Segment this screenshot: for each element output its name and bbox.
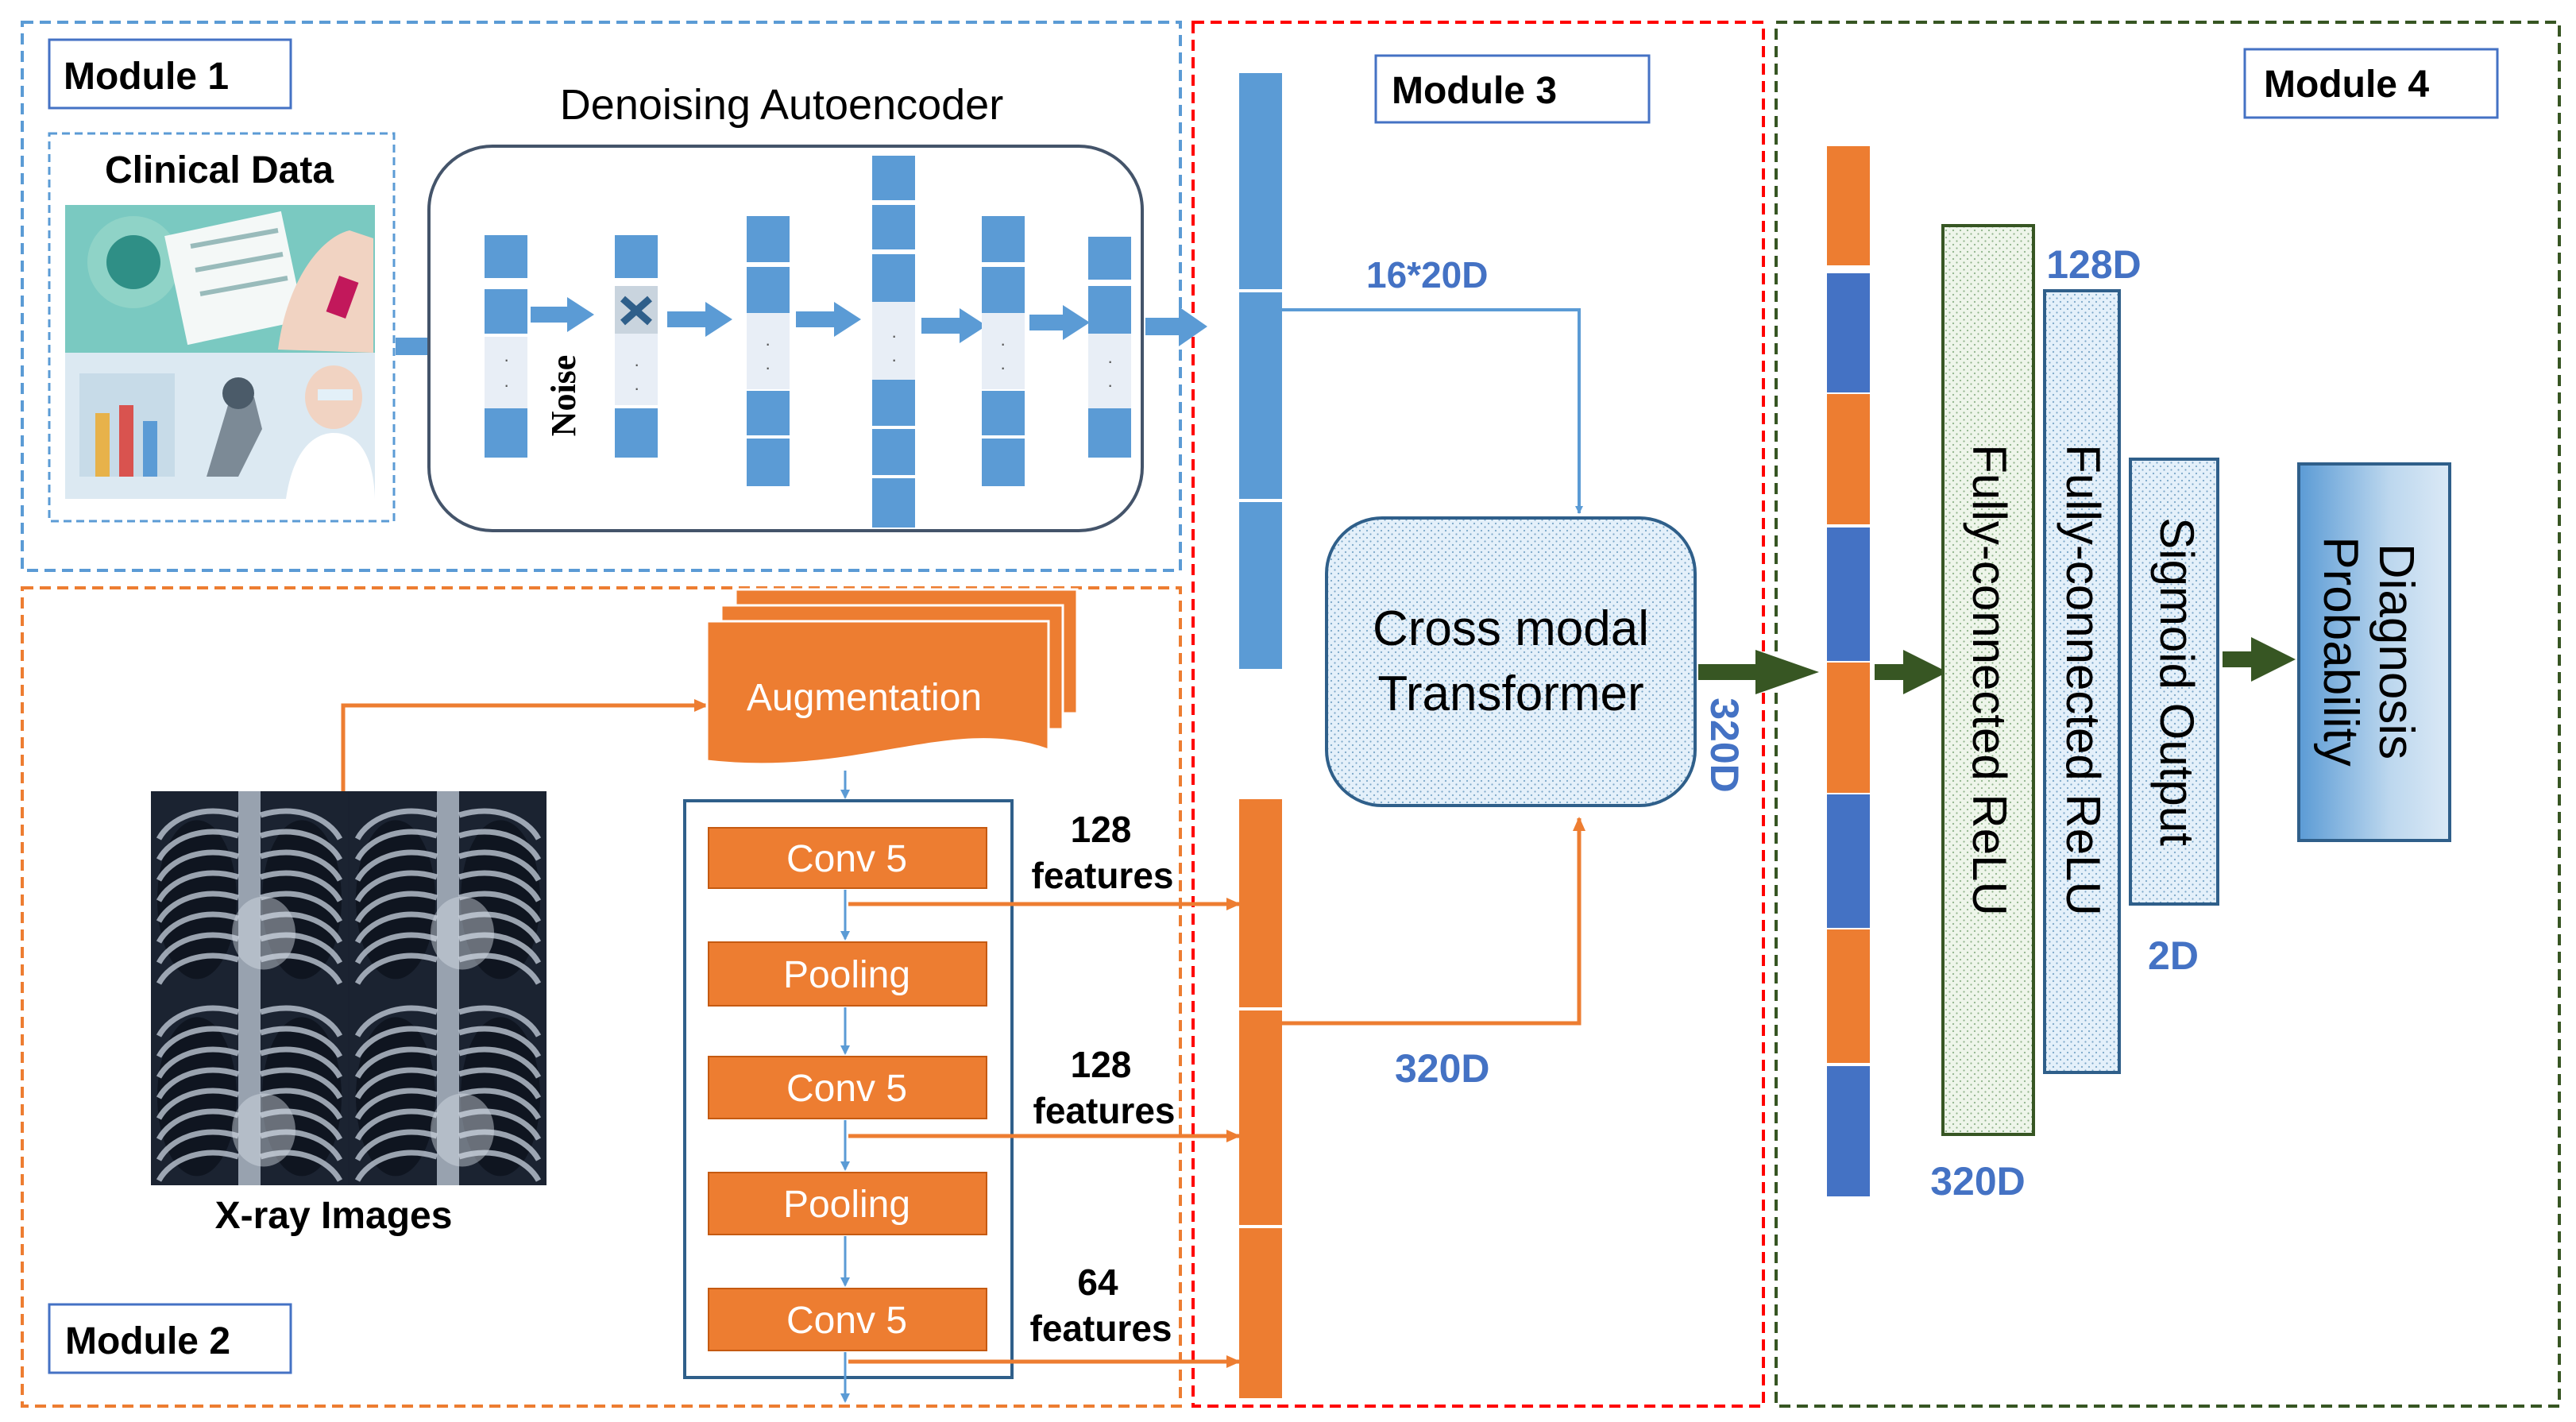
arrow-clinical-to-transformer: [1282, 308, 1583, 514]
sigmoid-dim: 2D: [2148, 933, 2199, 978]
augmentation-block: Augmentation: [705, 588, 1079, 766]
svg-text:·: ·: [1000, 334, 1006, 354]
svg-text:·: ·: [1000, 357, 1006, 377]
cnn-layer-conv-2: Conv 5: [708, 1056, 987, 1119]
cnn-layer-conv-3: Conv 5: [708, 1288, 987, 1351]
xray-images: [151, 791, 546, 1185]
dae-arrow-1: [531, 297, 594, 332]
svg-text:·: ·: [634, 354, 639, 374]
fc-layer-1: [1941, 224, 2035, 1136]
feature-2-count: 128: [1071, 1044, 1132, 1085]
diagnosis-probability-line2: Probability: [2313, 536, 2368, 766]
svg-text:·: ·: [1107, 351, 1113, 371]
fc-layer-2-dim: 128D: [2046, 242, 2142, 287]
module-1-border: [21, 21, 1182, 572]
dae-layer-bottleneck: · ·: [872, 156, 915, 527]
svg-text:·: ·: [504, 350, 509, 369]
arrow-xray-to-augmentation: [341, 699, 709, 791]
feature-1-count: 128: [1071, 809, 1132, 850]
cross-modal-transformer: [1325, 516, 1697, 807]
cnn-layer-conv-3-label: Conv 5: [786, 1300, 907, 1342]
diagnosis-probability-line1: Diagnosis: [2369, 543, 2423, 759]
noise-label: Noise: [544, 355, 583, 437]
dim-image-label: 320D: [1395, 1046, 1490, 1091]
cnn-layer-conv-1: Conv 5: [708, 827, 987, 889]
transformer-output-dim: 320D: [1702, 697, 1747, 793]
augmentation-label: Augmentation: [747, 677, 982, 719]
fc-layer-2-label: Fully-connected ReLU: [2057, 444, 2110, 916]
dae-layer-input: · ·: [485, 235, 527, 458]
cnn-layer-conv-1-label: Conv 5: [786, 838, 907, 880]
clinical-data-title: Clinical Data: [105, 149, 334, 191]
cnn-layer-pooling-2-label: Pooling: [783, 1184, 910, 1226]
cnn-layer-conv-2-label: Conv 5: [786, 1068, 907, 1110]
concat-dim-label: 320D: [1930, 1159, 2026, 1204]
svg-text:·: ·: [765, 334, 770, 354]
dae-layer-noisy: · ·: [615, 235, 658, 458]
xray-images-label: X-ray Images: [215, 1195, 453, 1237]
feature-3-count: 64: [1077, 1262, 1118, 1303]
svg-text:·: ·: [765, 357, 770, 377]
feature-1-word: features: [1032, 855, 1174, 896]
dae-layer-encoder: · ·: [747, 216, 790, 486]
arrow-sigmoid-to-probability: [2223, 637, 2296, 682]
cnn-layer-pooling-1-label: Pooling: [783, 954, 910, 996]
module-1-label-text: Module 1: [64, 56, 229, 98]
concat-feature-column: [1827, 146, 1870, 1196]
feature-2-word: features: [1033, 1090, 1176, 1131]
svg-text:·: ·: [891, 350, 897, 369]
svg-text:·: ·: [1107, 375, 1113, 395]
sigmoid-output: [2129, 458, 2219, 906]
module-3-label: Module 3: [1374, 54, 1651, 124]
arrow-dae-to-module3: [1145, 307, 1207, 346]
module-4-label-text: Module 4: [2264, 64, 2429, 106]
module-2-label: Module 2: [48, 1303, 292, 1374]
dae-arrow-2: [667, 302, 732, 337]
module-4-label: Module 4: [2243, 48, 2499, 119]
dae-arrow-5: [1029, 305, 1090, 340]
cnn-layer-pooling-1: Pooling: [708, 941, 987, 1007]
fc-layer-2: [2043, 289, 2121, 1074]
sigmoid-output-label: Sigmoid Output: [2150, 517, 2203, 846]
transformer-label-line1: Cross modal: [1373, 601, 1649, 656]
module-1-label: Module 1: [48, 38, 292, 110]
dae-arrow-4: [921, 308, 987, 343]
cnn-layer-pooling-2: Pooling: [708, 1172, 987, 1235]
module-3-border: [1191, 21, 1765, 1408]
clinical-embedding-column: [1239, 73, 1282, 669]
noise-cross-icon: [620, 296, 652, 326]
feature-3-word: features: [1030, 1308, 1172, 1349]
clinical-data-image: [65, 205, 375, 499]
svg-text:·: ·: [891, 326, 897, 346]
transformer-label-line2: Transformer: [1377, 667, 1643, 721]
module-2-label-text: Module 2: [65, 1320, 230, 1362]
arrow-transformer-to-concat: [1698, 650, 1819, 694]
fc-layer-1-label: Fully-connected ReLU: [1963, 444, 2016, 916]
arrow-concat-to-fc1: [1875, 650, 1948, 694]
cnn-container: [683, 799, 1014, 1379]
module-2-border: [21, 586, 1182, 1408]
diagnosis-probability-box: [2297, 462, 2451, 842]
dae-arrow-3: [796, 302, 861, 337]
dim-clinical-label: 16*20D: [1366, 254, 1488, 296]
image-feature-column: [1239, 799, 1282, 1398]
module-4-border: [1775, 21, 2561, 1408]
svg-text:·: ·: [634, 378, 639, 398]
module-3-label-text: Module 3: [1392, 70, 1557, 112]
arrow-image-to-transformer: [1282, 817, 1585, 1026]
dae-layer-output: · ·: [1088, 237, 1131, 458]
denoising-autoencoder-title: Denoising Autoencoder: [560, 81, 1003, 129]
svg-text:·: ·: [504, 375, 509, 395]
dae-layer-decoder: · ·: [982, 216, 1025, 486]
clinical-data-box: [48, 132, 396, 523]
